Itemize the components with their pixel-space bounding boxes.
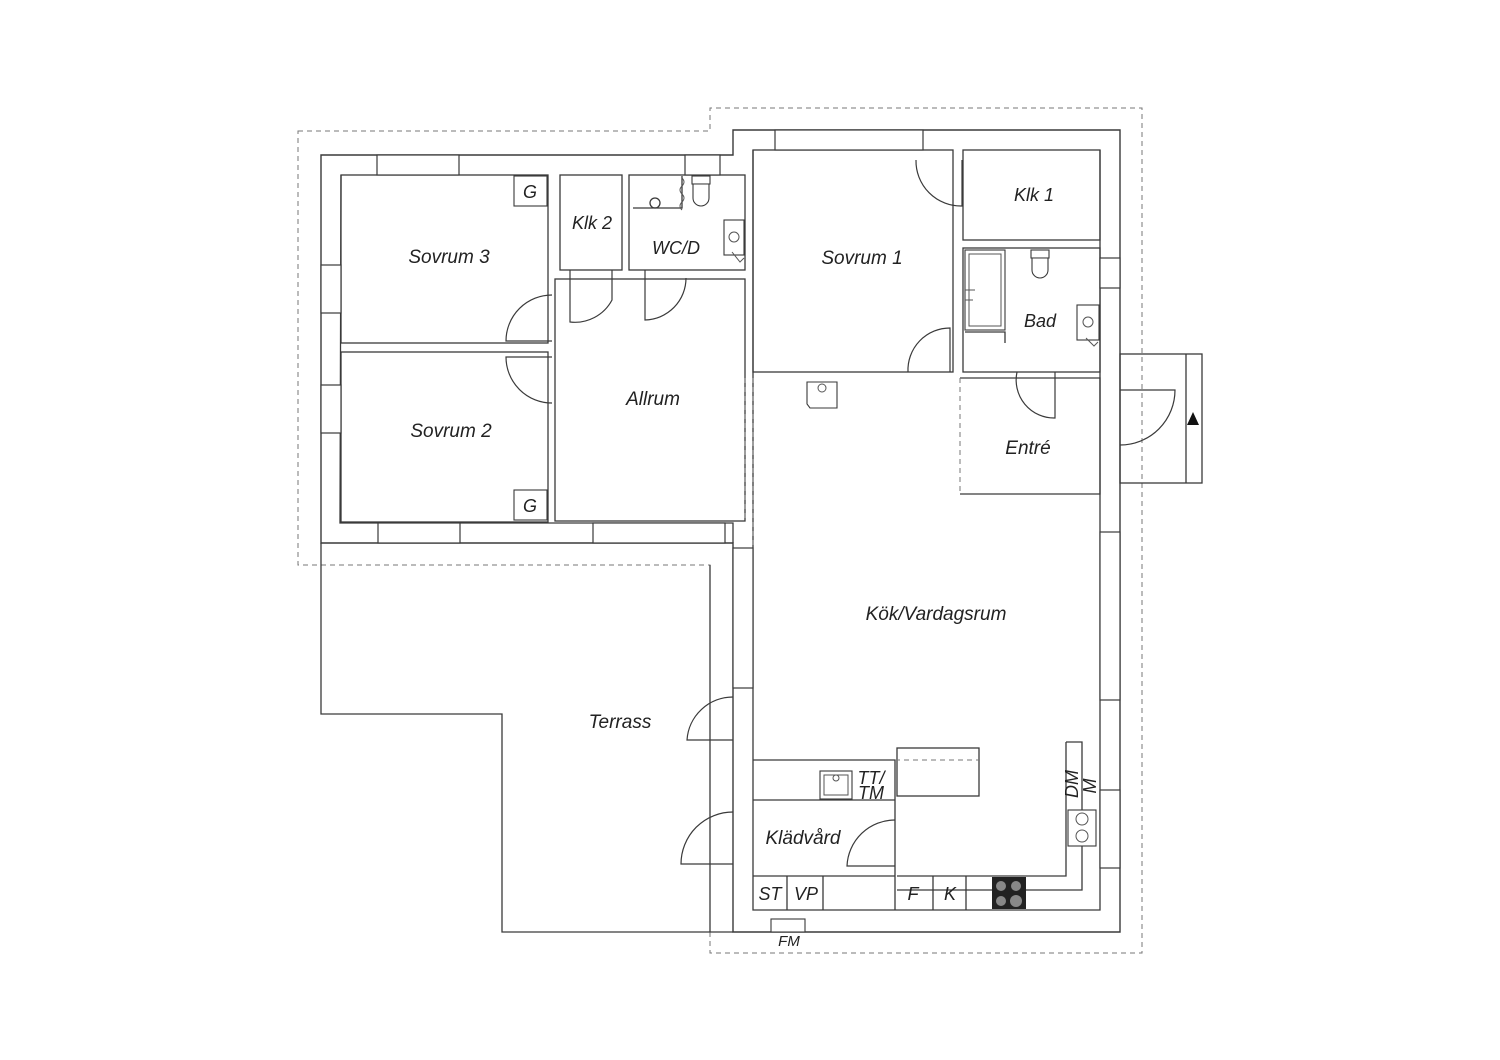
meter-box <box>770 918 806 933</box>
label-st: ST <box>758 884 783 904</box>
window-allrum-bottom <box>592 522 726 544</box>
label-k: K <box>944 884 957 904</box>
label-sovrum1: Sovrum 1 <box>821 248 902 269</box>
door-sovrum2 <box>505 356 553 404</box>
door-wcd <box>644 270 687 321</box>
window-sovrum3-left <box>320 264 342 314</box>
label-kladvard: Klädvård <box>766 828 842 849</box>
label-m: M <box>1080 779 1100 794</box>
door-terrace-upper <box>686 696 734 741</box>
window-sovrum2-bottom <box>377 522 461 544</box>
label-g-top: G <box>523 182 537 202</box>
door-klk1 <box>915 159 963 207</box>
label-tm: TM <box>858 783 884 803</box>
shower-icon <box>633 176 685 211</box>
door-terrace-lower <box>680 811 734 865</box>
door-sovrum1 <box>907 327 951 373</box>
kitchen-sink-icon <box>819 770 853 800</box>
window-sovrum1-top <box>774 129 924 151</box>
label-terrass: Terrass <box>589 712 652 733</box>
label-klk2: Klk 2 <box>572 213 612 233</box>
window-bad-right <box>1099 257 1121 289</box>
label-allrum: Allrum <box>625 389 680 410</box>
label-vp: VP <box>794 884 818 904</box>
window-kok-left <box>732 547 754 689</box>
bathtub-icon <box>964 249 1006 343</box>
floor-drain-icon <box>806 381 838 409</box>
roof-outline-left <box>297 107 1143 954</box>
label-entre: Entré <box>1005 438 1050 459</box>
terrace-outline <box>320 543 733 933</box>
label-sovrum3: Sovrum 3 <box>408 247 490 268</box>
room-entre <box>960 377 1101 495</box>
room-klk1 <box>962 149 1101 241</box>
door-bad <box>1015 371 1056 419</box>
label-fm: FM <box>778 933 800 950</box>
door-entrance <box>1119 389 1176 446</box>
window-sovrum2-left <box>320 384 342 434</box>
wardrobe-box-top <box>513 175 548 207</box>
porch <box>1119 353 1203 484</box>
kitchen-island <box>896 747 980 797</box>
toilet-icon <box>691 175 711 207</box>
room-klk2 <box>559 174 623 271</box>
window-kitchen-right <box>1099 789 1121 869</box>
label-f: F <box>908 884 920 904</box>
door-kladvard <box>846 819 896 867</box>
door-sovrum3 <box>505 294 553 342</box>
label-klk1: Klk 1 <box>1014 185 1054 205</box>
window-kok-right <box>1099 531 1121 701</box>
window-sovrum3-top <box>376 154 460 176</box>
sink-icon <box>1076 304 1100 347</box>
wardrobe-box-bottom <box>513 489 548 521</box>
stove-icon <box>992 877 1026 909</box>
counter-dividers <box>786 876 967 910</box>
label-bad: Bad <box>1024 311 1057 331</box>
label-tt: TT/ <box>858 768 887 788</box>
toilet-icon <box>1030 249 1050 279</box>
label-kok-vardagsrum: Kök/Vardagsrum <box>866 604 1007 625</box>
window-wcd-top <box>684 154 721 176</box>
door-klk2 <box>569 270 613 323</box>
room-bad <box>962 247 1101 373</box>
interior-wall-edge <box>339 150 1101 911</box>
label-g-bottom: G <box>523 496 537 516</box>
label-dm: DM <box>1062 770 1082 798</box>
sink-icon <box>723 219 745 263</box>
kitchen-sink-icon <box>1067 809 1097 847</box>
room-sovrum2 <box>340 351 549 523</box>
entrance-arrow-icon <box>1187 412 1199 425</box>
label-wcd: WC/D <box>652 238 700 258</box>
label-sovrum2: Sovrum 2 <box>410 421 492 442</box>
